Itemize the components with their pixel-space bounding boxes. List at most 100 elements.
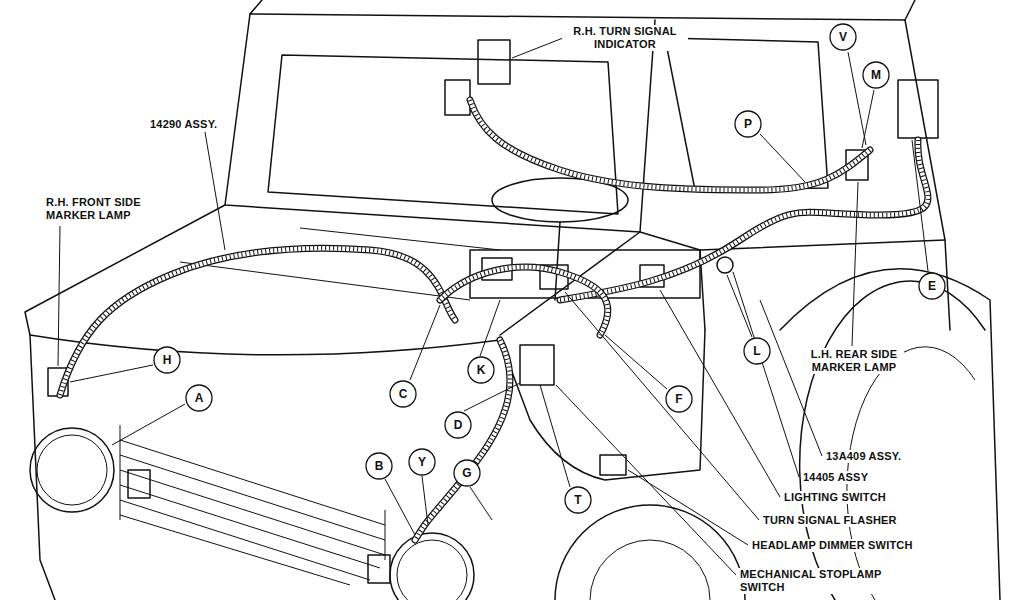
callout-circle-shape	[186, 385, 212, 411]
leader-line	[660, 290, 780, 497]
callout-letter: A	[195, 392, 204, 404]
callout-circle-shape	[919, 273, 945, 299]
part-label: TURN SIGNAL FLASHER	[761, 514, 899, 527]
callout-circle-shape	[863, 62, 889, 88]
leader-line	[464, 383, 520, 411]
front-wheel-rim	[590, 540, 710, 600]
leader-line	[565, 292, 759, 520]
callout-circle: C	[389, 380, 417, 408]
cab-roof	[250, 0, 915, 20]
callout-circle: K	[467, 356, 495, 384]
callout-circle: M	[862, 61, 890, 89]
leader-line	[760, 300, 822, 456]
callout-circle: B	[365, 452, 393, 480]
leader-line	[848, 52, 866, 145]
harness	[415, 340, 510, 540]
callout-circle-shape	[735, 111, 761, 137]
callout-circle: T	[564, 486, 592, 514]
front-fender	[500, 330, 705, 480]
windshield-glass	[268, 55, 618, 214]
harness	[415, 340, 510, 540]
callout-circle-shape	[468, 357, 494, 383]
tail-lamp	[898, 80, 938, 138]
leader-line	[727, 275, 752, 337]
callout-letter: V	[839, 31, 847, 43]
leader-line	[862, 90, 874, 148]
callout-circle: G	[453, 459, 481, 487]
callout-circle: F	[665, 385, 693, 413]
callout-circle: A	[185, 384, 213, 412]
leader-line	[540, 385, 570, 487]
leader-lines	[58, 38, 928, 575]
part-label: R.H. FRONT SIDE MARKER LAMP	[44, 196, 160, 222]
headlamp-lens	[397, 540, 467, 600]
harness	[415, 340, 510, 540]
leader-line	[385, 479, 415, 535]
callout-letter: K	[477, 364, 486, 376]
part-label: R.H. TURN SIGNAL INDICATOR	[562, 25, 688, 51]
callout-circle-shape	[366, 453, 392, 479]
harness	[470, 100, 870, 190]
callout-letter: B	[375, 460, 384, 472]
callout-letter: H	[163, 354, 172, 366]
part-label: 14405 ASSY	[801, 471, 870, 484]
callout-letter: Y	[418, 456, 426, 468]
callout-circle: L	[743, 337, 771, 365]
part-label: MECHANICAL STOPLAMP SWITCH	[738, 568, 892, 594]
callout-letter: D	[454, 419, 463, 431]
harness	[560, 140, 928, 300]
harness	[60, 248, 455, 395]
headlamp	[30, 428, 114, 512]
callout-circle-shape	[830, 24, 856, 50]
leader-line	[422, 476, 428, 525]
callout-circle-shape	[454, 460, 480, 486]
harness	[470, 100, 870, 190]
callout-letter: F	[675, 393, 682, 405]
leader-line	[70, 365, 153, 382]
front-face	[30, 335, 55, 600]
wiring-harness	[60, 100, 928, 540]
connector	[717, 257, 733, 273]
leader-line	[480, 300, 500, 356]
callout-circle: H	[153, 346, 181, 374]
hood-edge	[25, 205, 225, 335]
callout-circle: P	[734, 110, 762, 138]
harness	[440, 267, 608, 335]
parking-lamp	[368, 555, 390, 583]
leader-line	[410, 305, 440, 380]
leader-line	[58, 226, 60, 366]
leader-line	[470, 487, 492, 520]
dimmer-switch-body	[600, 455, 626, 475]
rear-wheel	[800, 281, 985, 600]
callout-circle: Y	[408, 448, 436, 476]
callout-circle: D	[444, 411, 472, 439]
harness	[440, 267, 608, 335]
callout-letter: C	[399, 388, 408, 400]
callout-letter: G	[462, 467, 471, 479]
harness	[440, 267, 608, 335]
grille-slat	[120, 440, 385, 585]
callout-circle-shape	[445, 412, 471, 438]
turn-indicator-lamp	[478, 40, 510, 84]
callout-letter: P	[744, 118, 752, 130]
cab-rear	[905, 20, 950, 330]
headlamp	[390, 533, 474, 600]
leader-line	[852, 182, 858, 346]
harness	[560, 140, 928, 300]
part-label: LIGHTING SWITCH	[782, 491, 888, 504]
harness	[60, 248, 455, 395]
harness	[470, 100, 870, 190]
callout-circle-shape	[409, 449, 435, 475]
callout-circle-shape	[154, 347, 180, 373]
leader-line	[760, 134, 805, 182]
callout-letter: M	[871, 69, 881, 81]
part-label: 14290 ASSY.	[148, 118, 219, 131]
callout-circle-shape	[390, 381, 416, 407]
callout-circle-shape	[666, 386, 692, 412]
harness	[560, 140, 928, 300]
harness	[60, 248, 455, 395]
callout-circle: V	[829, 23, 857, 51]
leader-line	[205, 132, 225, 250]
